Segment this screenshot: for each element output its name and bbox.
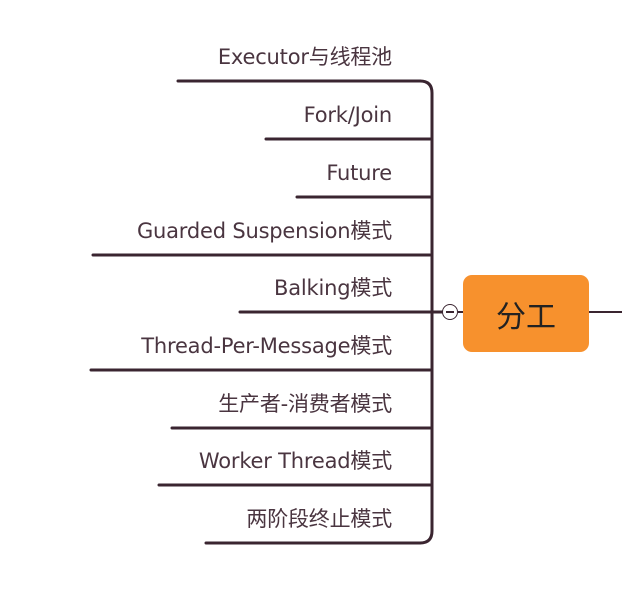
branch-producer-consumer[interactable]: 生产者-消费者模式 <box>218 392 392 416</box>
branch-executor[interactable]: Executor与线程池 <box>217 45 392 69</box>
branch-two-phase-termination[interactable]: 两阶段终止模式 <box>246 507 392 531</box>
branch-forkjoin[interactable]: Fork/Join <box>303 103 393 127</box>
branch-thread-per-message[interactable]: Thread-Per-Message模式 <box>141 334 392 358</box>
collapse-toggle-icon[interactable] <box>442 304 458 320</box>
branch-balking[interactable]: Balking模式 <box>274 276 392 300</box>
branch-future[interactable]: Future <box>326 161 392 185</box>
central-topic-label: 分工 <box>496 299 556 335</box>
branch-spine <box>419 79 434 545</box>
central-topic-node[interactable]: 分工 <box>463 275 589 352</box>
branch-worker-thread[interactable]: Worker Thread模式 <box>198 449 392 473</box>
branch-guarded-suspension[interactable]: Guarded Suspension模式 <box>136 219 392 243</box>
